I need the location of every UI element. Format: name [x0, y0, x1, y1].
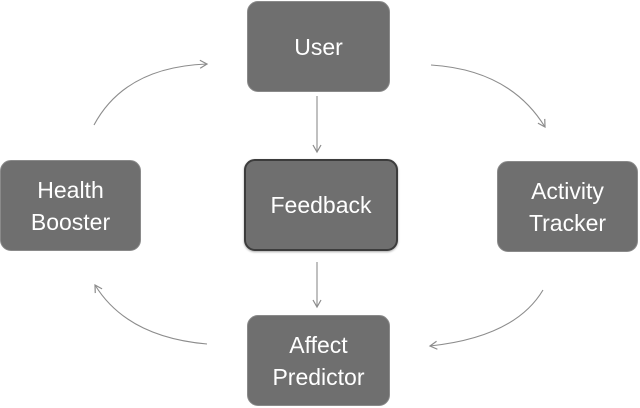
arrow-affect-predictor-to-health-booster — [94, 283, 208, 345]
node-affect-predictor-label: Affect Predictor — [272, 331, 365, 390]
node-activity-tracker: Activity Tracker — [497, 161, 638, 252]
node-feedback: Feedback — [244, 159, 398, 251]
arrow-activity-tracker-to-affect-predictor — [428, 289, 544, 350]
arrow-health-booster-to-user — [93, 59, 209, 126]
node-health-booster: Health Booster — [0, 160, 141, 251]
node-feedback-label: Feedback — [270, 192, 372, 218]
node-health-booster-label: Health Booster — [30, 176, 111, 235]
arrow-user-to-activity-tracker — [430, 64, 546, 129]
node-activity-tracker-label: Activity Tracker — [528, 177, 607, 236]
node-affect-predictor: Affect Predictor — [247, 315, 390, 406]
node-user: User — [247, 1, 390, 92]
node-user-label: User — [294, 33, 343, 60]
